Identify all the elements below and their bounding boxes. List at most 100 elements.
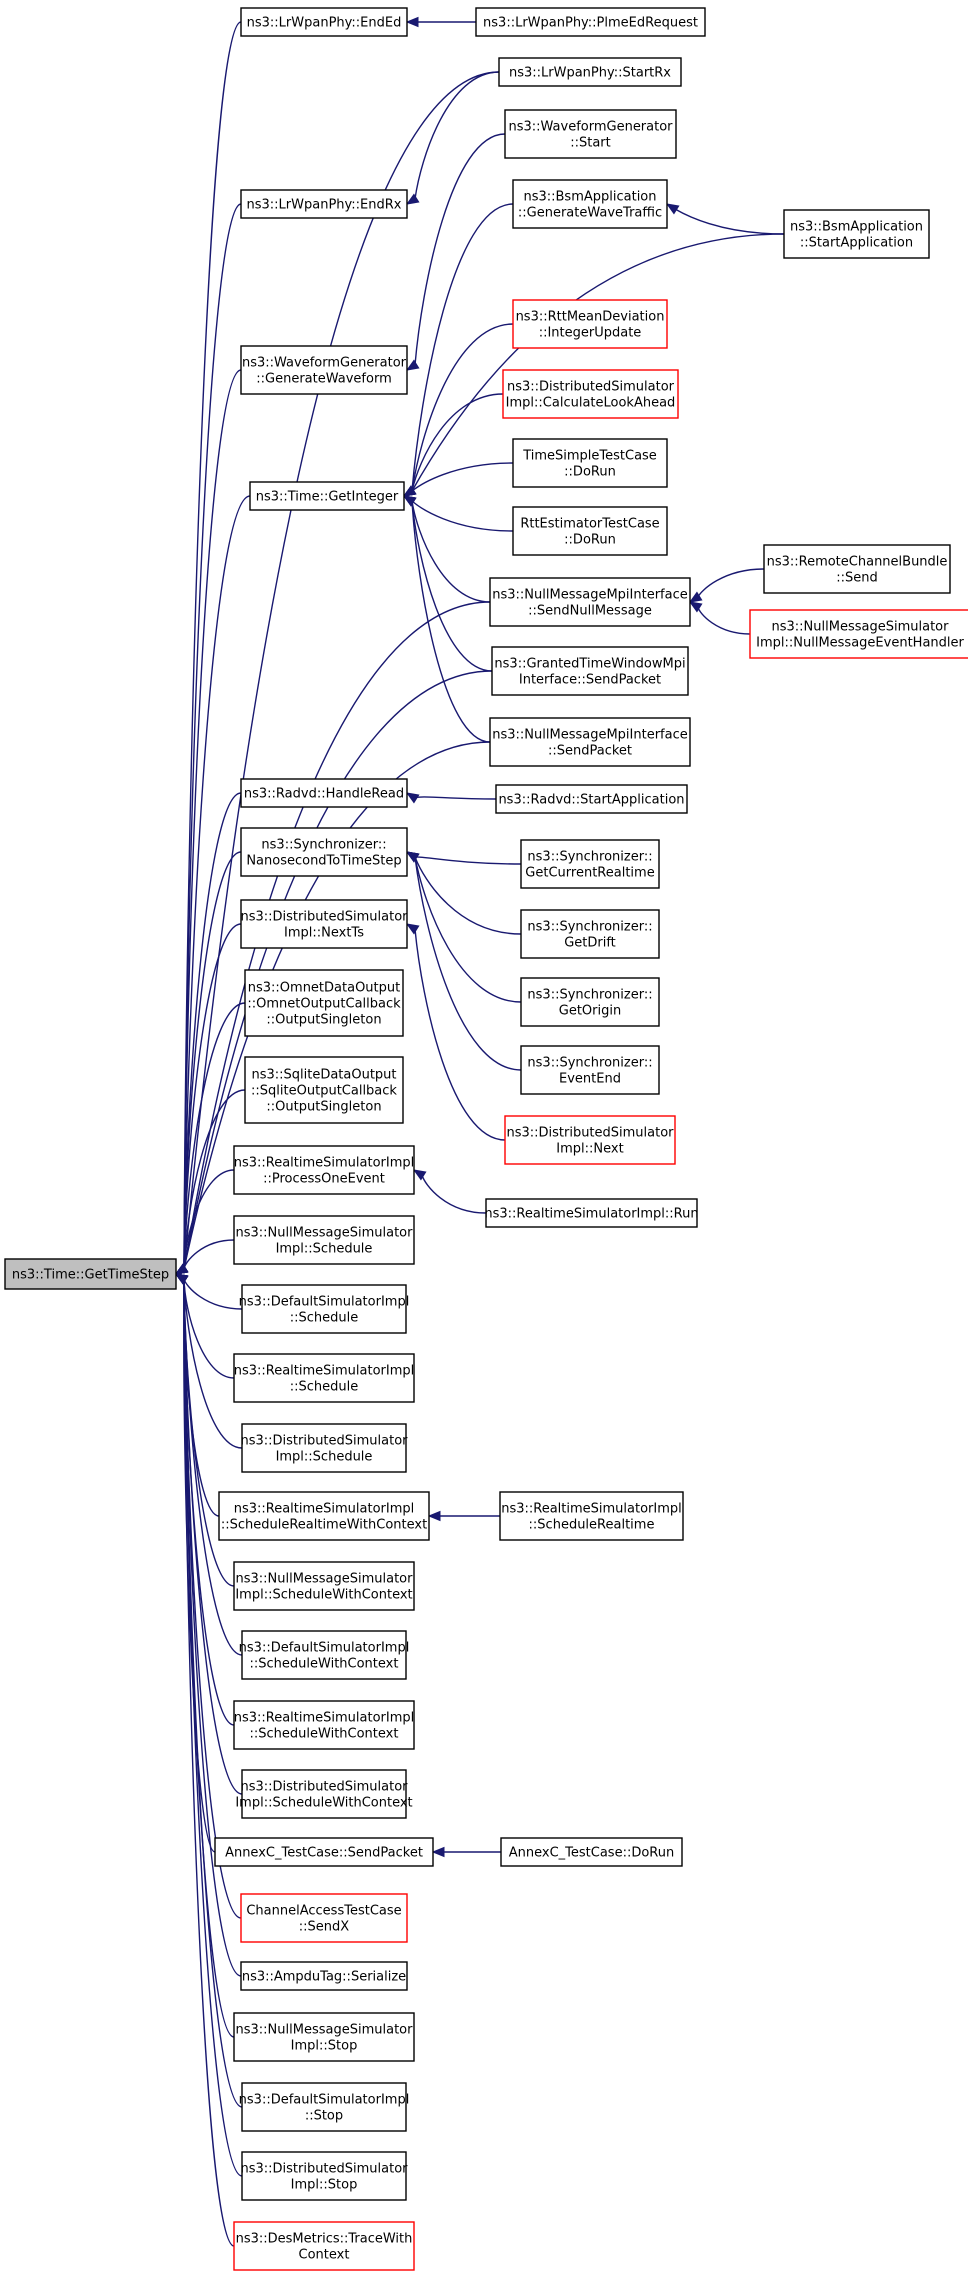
edge-line: [183, 1169, 235, 1270]
node-label: ::Schedule: [290, 1380, 359, 1395]
node-label: TimeSimpleTestCase: [522, 449, 657, 464]
edge-rttest-to-getinteger: [402, 495, 514, 532]
node-label: ns3::DefaultSimulatorImpl: [239, 1641, 410, 1656]
node-distschedctx[interactable]: ns3::DistributedSimulatorImpl::ScheduleW…: [235, 1769, 413, 1819]
node-plmeed[interactable]: ns3::LrWpanPhy::PlmeEdRequest: [475, 7, 706, 37]
node-syncdrift[interactable]: ns3::Synchronizer::GetDrift: [520, 909, 660, 959]
node-nullsendpkt[interactable]: ns3::NullMessageMpiInterface::SendPacket: [489, 717, 691, 767]
graph-edges: [174, 16, 785, 2247]
node-box: [233, 2221, 415, 2271]
node-rtprocess[interactable]: ns3::RealtimeSimulatorImpl::ProcessOneEv…: [233, 1145, 415, 1195]
edge-line: [411, 323, 514, 492]
node-annexrun[interactable]: AnnexC_TestCase::DoRun: [500, 1837, 683, 1867]
node-remotesend[interactable]: ns3::RemoteChannelBundle::Send: [763, 544, 951, 594]
node-grantedsend[interactable]: ns3::GrantedTimeWindowMpiInterface::Send…: [491, 646, 689, 696]
node-label: ns3::DesMetrics::TraceWith: [236, 2232, 413, 2247]
node-label: ns3::NullMessageSimulator: [236, 2023, 414, 2038]
node-label: ns3::DistributedSimulator: [240, 910, 408, 925]
edge-nullsendpkt-to-getinteger: [402, 495, 491, 743]
node-distlook[interactable]: ns3::DistributedSimulatorImpl::Calculate…: [502, 369, 679, 419]
node-label: ns3::DistributedSimulator: [507, 380, 675, 395]
node-nullevent[interactable]: ns3::NullMessageSimulatorImpl::NullMessa…: [749, 609, 968, 659]
node-label: ns3::RealtimeSimulatorImpl::Run: [484, 1207, 698, 1222]
node-nullschedctx[interactable]: ns3::NullMessageSimulatorImpl::ScheduleW…: [233, 1561, 415, 1611]
node-rtschedrtctx[interactable]: ns3::RealtimeSimulatorImpl::ScheduleReal…: [218, 1491, 430, 1541]
node-box: [495, 784, 688, 814]
node-rtsched[interactable]: ns3::RealtimeSimulatorImpl::Schedule: [233, 1353, 415, 1403]
node-wgstart[interactable]: ns3::WaveformGenerator::Start: [504, 109, 677, 159]
node-syncevent[interactable]: ns3::Synchronizer::EventEnd: [520, 1045, 660, 1095]
node-label: ::Schedule: [290, 1311, 359, 1326]
edge-line: [411, 462, 514, 492]
node-syncreal[interactable]: ns3::Synchronizer::GetCurrentRealtime: [520, 839, 660, 889]
node-syncnano[interactable]: ns3::Synchronizer::NanosecondToTimeStep: [240, 827, 408, 877]
node-box: [244, 969, 404, 1037]
node-box: [240, 827, 408, 877]
node-sqlite[interactable]: ns3::SqliteDataOutput::SqliteOutputCallb…: [244, 1056, 404, 1124]
node-box: [241, 1769, 407, 1819]
node-label: AnnexC_TestCase::DoRun: [509, 1846, 674, 1861]
node-label: Impl::CalculateLookAhead: [506, 396, 676, 411]
node-ampdu[interactable]: ns3::AmpduTag::Serialize: [240, 1961, 408, 1991]
node-wggen[interactable]: ns3::WaveformGenerator::GenerateWaveform: [240, 345, 408, 395]
node-defsched[interactable]: ns3::DefaultSimulatorImpl::Schedule: [239, 1284, 410, 1334]
node-label: ::OutputSingleton: [266, 1013, 381, 1028]
node-bsmgen[interactable]: ns3::BsmApplication::GenerateWaveTraffic: [512, 179, 668, 229]
node-rtrun[interactable]: ns3::RealtimeSimulatorImpl::Run: [484, 1198, 699, 1228]
edge-line: [414, 71, 500, 200]
node-ended[interactable]: ns3::LrWpanPhy::EndEd: [240, 7, 408, 37]
node-label: ns3::RealtimeSimulatorImpl: [234, 1156, 415, 1171]
arrowhead: [402, 485, 417, 497]
node-label: ChannelAccessTestCase: [246, 1904, 401, 1919]
node-label: GetDrift: [564, 936, 616, 951]
node-label: AnnexC_TestCase::SendPacket: [225, 1846, 423, 1861]
node-defschedctx[interactable]: ns3::DefaultSimulatorImpl::ScheduleWithC…: [239, 1630, 410, 1680]
node-bsmstart[interactable]: ns3::BsmApplication::StartApplication: [783, 209, 930, 259]
node-label: ns3::DistributedSimulator: [240, 1780, 408, 1795]
node-label: ::SendNullMessage: [528, 604, 652, 619]
node-nullsendnull[interactable]: ns3::NullMessageMpiInterface::SendNullMe…: [489, 577, 691, 627]
node-radvdhandle[interactable]: ns3::Radvd::HandleRead: [240, 778, 408, 808]
node-label: Impl::NextTs: [284, 926, 364, 941]
edge-line: [421, 1174, 487, 1214]
node-startrx[interactable]: ns3::LrWpanPhy::StartRx: [498, 57, 682, 87]
node-label: Interface::SendPacket: [519, 673, 661, 688]
node-label: ns3::LrWpanPhy::EndRx: [247, 198, 402, 213]
node-annexsend[interactable]: AnnexC_TestCase::SendPacket: [214, 1837, 434, 1867]
node-rtschedctx[interactable]: ns3::RealtimeSimulatorImpl::ScheduleWith…: [233, 1700, 415, 1750]
node-label: ns3::BsmApplication: [790, 220, 923, 235]
node-rttest[interactable]: RttEstimatorTestCase::DoRun: [512, 506, 668, 556]
edge-line: [411, 393, 504, 492]
node-label: Impl::Next: [556, 1142, 623, 1157]
node-box: [512, 506, 668, 556]
node-label: ns3::Synchronizer::: [261, 838, 386, 853]
arrowhead: [402, 495, 417, 507]
edge-line: [674, 208, 785, 235]
node-endrx[interactable]: ns3::LrWpanPhy::EndRx: [240, 189, 408, 219]
node-label: ns3::NullMessageMpiInterface: [492, 728, 688, 743]
node-rtschedrt[interactable]: ns3::RealtimeSimulatorImpl::ScheduleReal…: [499, 1491, 684, 1541]
node-label: ::DoRun: [564, 465, 616, 480]
node-chanaccess[interactable]: ChannelAccessTestCase::SendX: [240, 1893, 408, 1943]
node-defstop[interactable]: ns3::DefaultSimulatorImpl::Stop: [239, 2082, 410, 2132]
node-radvdstart[interactable]: ns3::Radvd::StartApplication: [495, 784, 688, 814]
node-box: [233, 1561, 415, 1611]
node-syncorigin[interactable]: ns3::Synchronizer::GetOrigin: [520, 977, 660, 1027]
edge-line: [411, 500, 491, 743]
node-timesimple[interactable]: TimeSimpleTestCase::DoRun: [512, 438, 668, 488]
node-omnet[interactable]: ns3::OmnetDataOutput::OmnetOutputCallbac…: [244, 969, 404, 1037]
node-label: ns3::RemoteChannelBundle: [767, 555, 948, 570]
node-label: ns3::WaveformGenerator: [242, 356, 407, 371]
node-box: [475, 7, 706, 37]
node-box: [485, 1198, 698, 1228]
node-getinteger[interactable]: ns3::Time::GetInteger: [249, 481, 405, 511]
node-root[interactable]: ns3::Time::GetTimeStep: [4, 1258, 177, 1290]
node-rttmean[interactable]: ns3::RttMeanDeviation::IntegerUpdate: [512, 299, 668, 349]
